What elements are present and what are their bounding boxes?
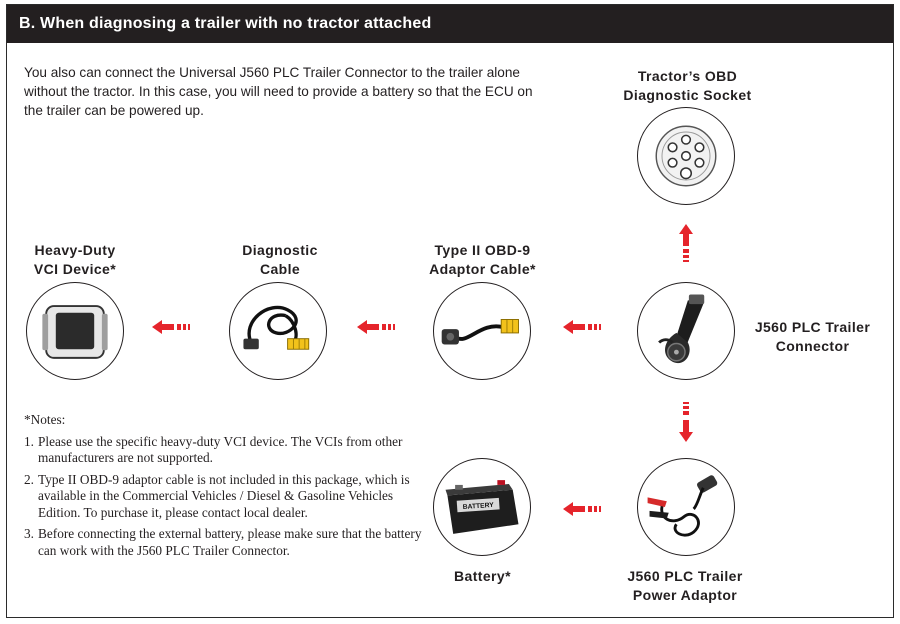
note-text: Before connecting the external battery, …: [38, 526, 422, 558]
obd9-cable-label: Type II OBD-9 Adaptor Cable*: [429, 242, 536, 277]
obd-socket-image: [637, 107, 735, 205]
notes-section: *Notes: 1. Please use the specific heavy…: [24, 412, 424, 564]
page-frame: B. When diagnosing a trailer with no tra…: [6, 4, 894, 618]
arrow-left-icon: [152, 320, 190, 334]
note-number: 3.: [24, 526, 34, 541]
arrow-down-icon: [679, 402, 693, 442]
note-text: Please use the specific heavy-duty VCI d…: [38, 433, 403, 466]
obd-socket-label: Tractor’s OBD Diagnostic Socket: [623, 68, 752, 103]
obd9-cable-image: [433, 282, 531, 380]
battery-image: BATTERY: [433, 458, 531, 556]
arrow-up-icon: [679, 224, 693, 262]
note-item: 3. Before connecting the external batter…: [24, 526, 424, 559]
battery-label: Battery*: [454, 568, 511, 584]
arrow-left-icon: [563, 320, 601, 334]
arrow-left-icon: [357, 320, 395, 334]
vci-device-label: Heavy-Duty VCI Device*: [33, 242, 117, 277]
power-adaptor-label: J560 PLC Trailer Power Adaptor: [627, 568, 743, 603]
note-number: 2.: [24, 471, 34, 487]
power-adaptor-image: [637, 458, 735, 556]
note-item: 1. Please use the specific heavy-duty VC…: [24, 434, 424, 467]
note-text: Type II OBD-9 adaptor cable is not inclu…: [38, 471, 410, 520]
note-number: 1.: [24, 433, 34, 449]
intro-text: You also can connect the Universal J560 …: [24, 65, 533, 118]
trailer-connector-image: [637, 282, 735, 380]
vci-device-image: [26, 282, 124, 380]
trailer-connector-label: J560 PLC Trailer Connector: [754, 319, 871, 354]
diagnostic-cable-image: [229, 282, 327, 380]
notes-title: *Notes:: [24, 412, 66, 427]
note-item: 2. Type II OBD-9 adaptor cable is not in…: [24, 472, 424, 522]
battery-case-text: BATTERY: [463, 502, 495, 511]
diagnostic-cable-label: Diagnostic Cable: [242, 242, 318, 277]
arrow-left-icon: [563, 502, 601, 516]
section-header: B. When diagnosing a trailer with no tra…: [7, 5, 893, 43]
